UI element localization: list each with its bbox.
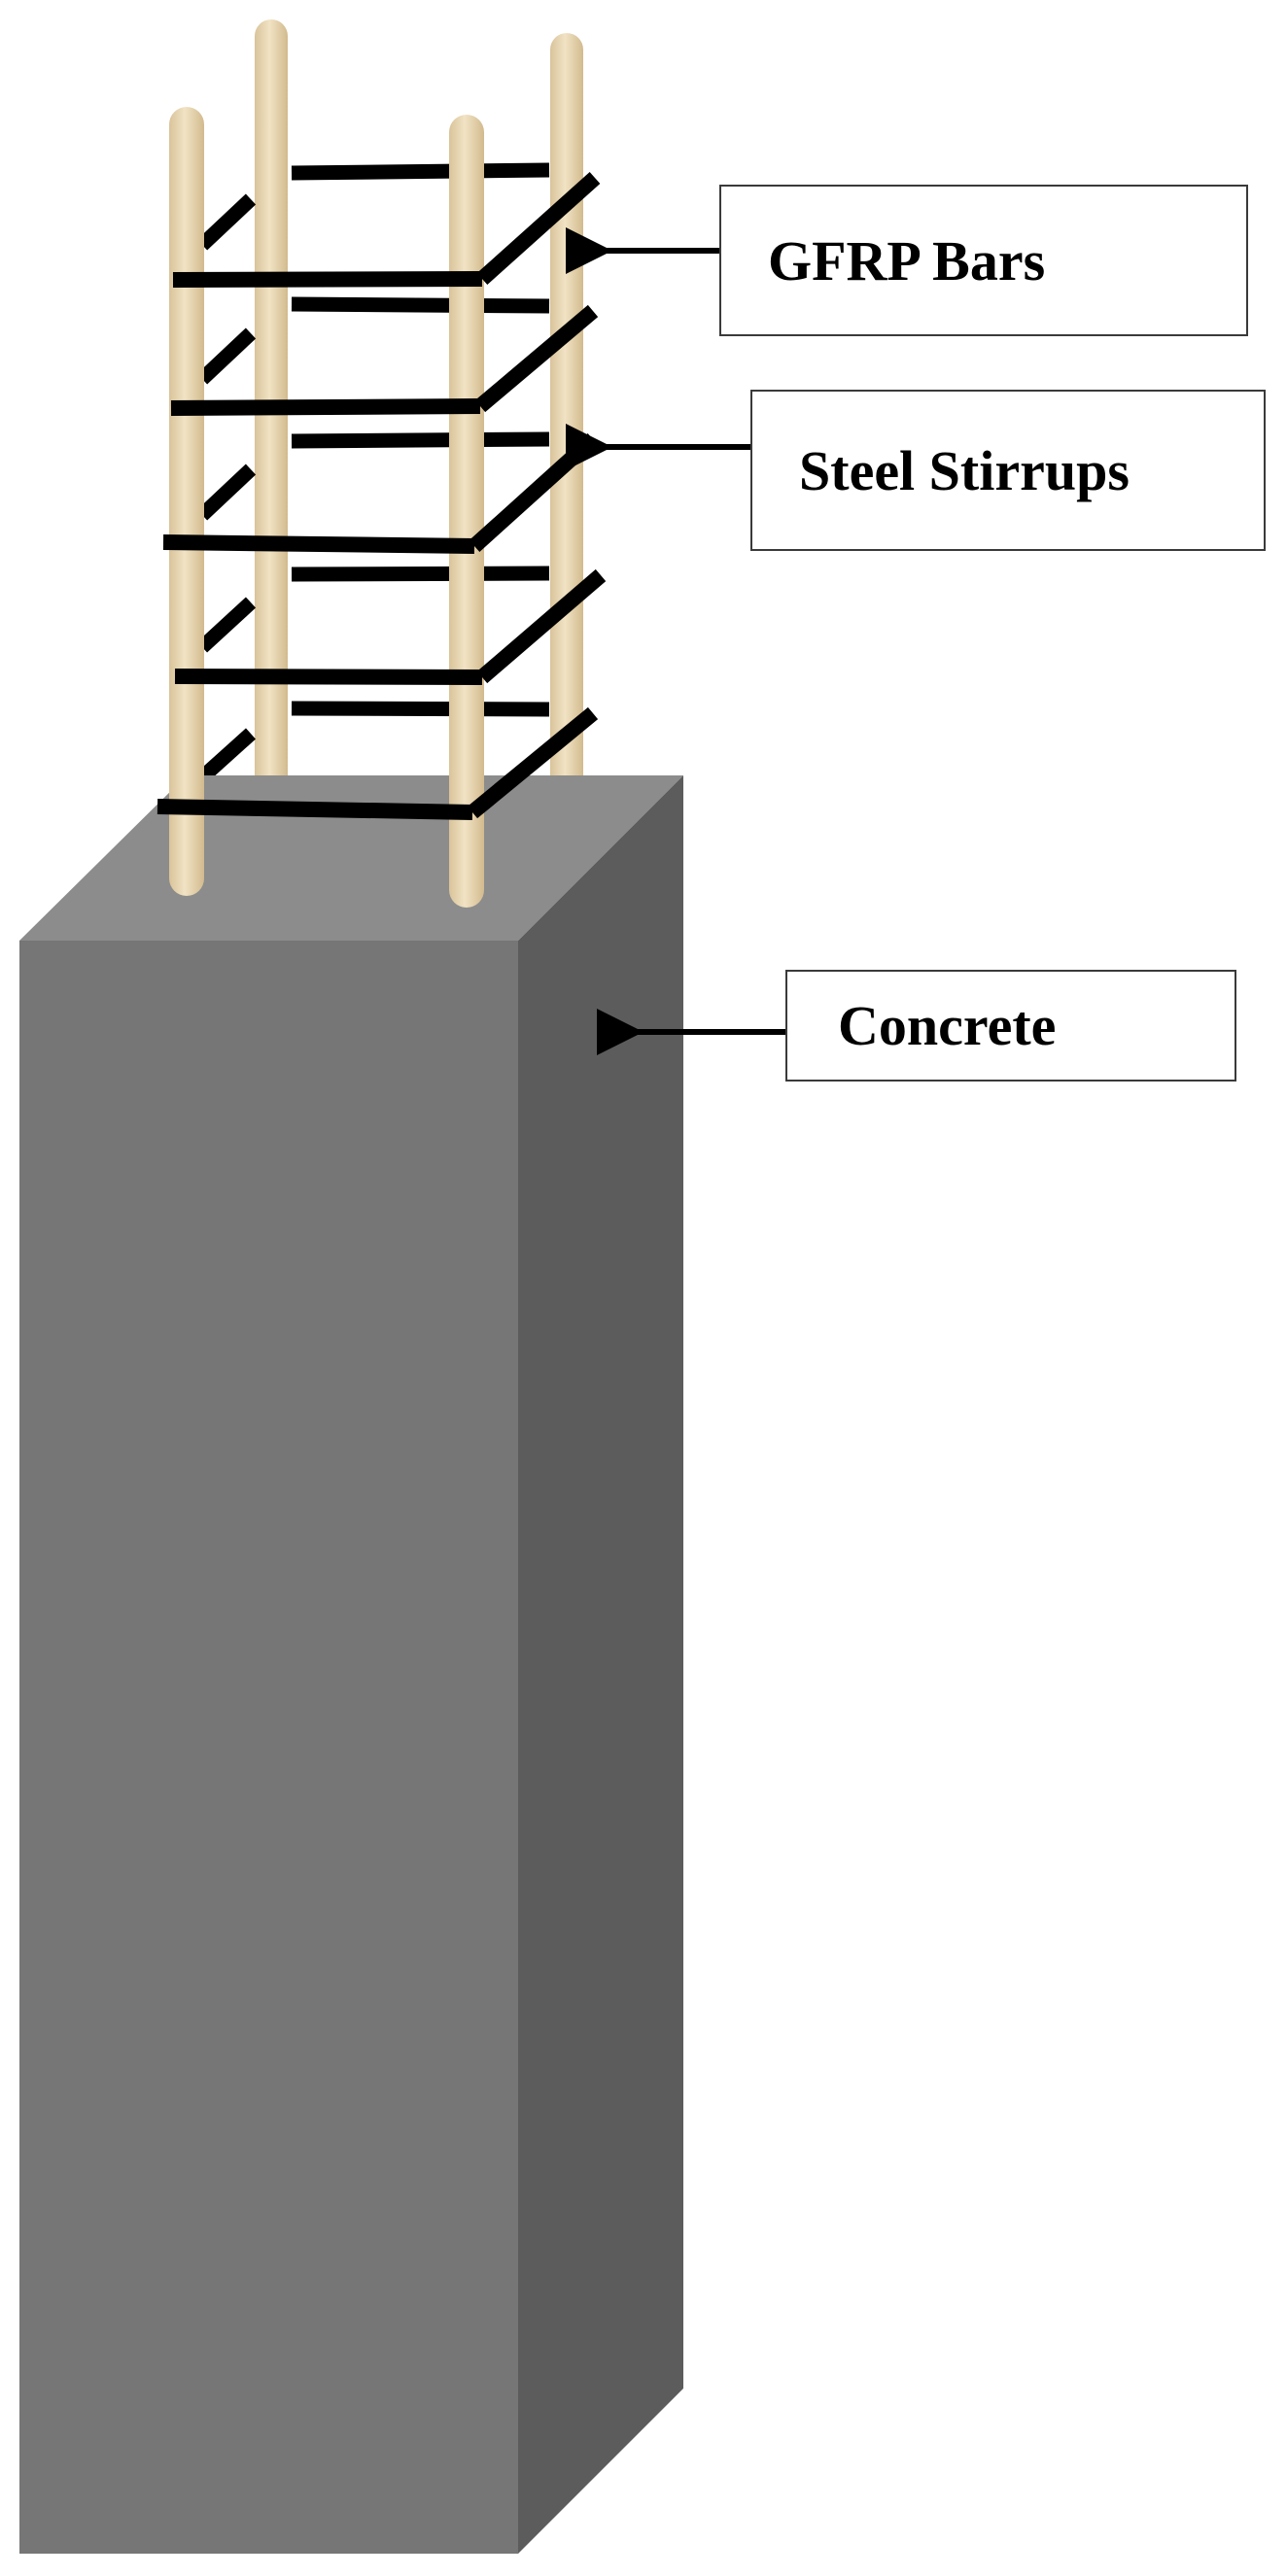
gfrp-bar-back-right	[550, 33, 583, 826]
pointer-arrows	[566, 227, 785, 1055]
concrete-column	[19, 775, 683, 2554]
gfrp-bar-front-right	[449, 115, 484, 908]
stirrups-front	[157, 172, 607, 820]
gfrp-bars-front	[169, 107, 484, 908]
steel-stirrups-label: Steel Stirrups	[799, 438, 1130, 502]
concrete-label-box: Concrete	[785, 970, 1236, 1082]
concrete-label: Concrete	[838, 994, 1057, 1057]
gfrp-bars-label: GFRP Bars	[768, 228, 1046, 292]
concrete-side-face	[518, 775, 683, 2554]
gfrp-bars-label-box: GFRP Bars	[719, 185, 1248, 336]
concrete-front-face	[19, 941, 518, 2554]
gfrp-bar-front-left	[169, 107, 204, 896]
stirrups-back	[196, 162, 550, 783]
steel-stirrups-label-box: Steel Stirrups	[750, 390, 1266, 551]
